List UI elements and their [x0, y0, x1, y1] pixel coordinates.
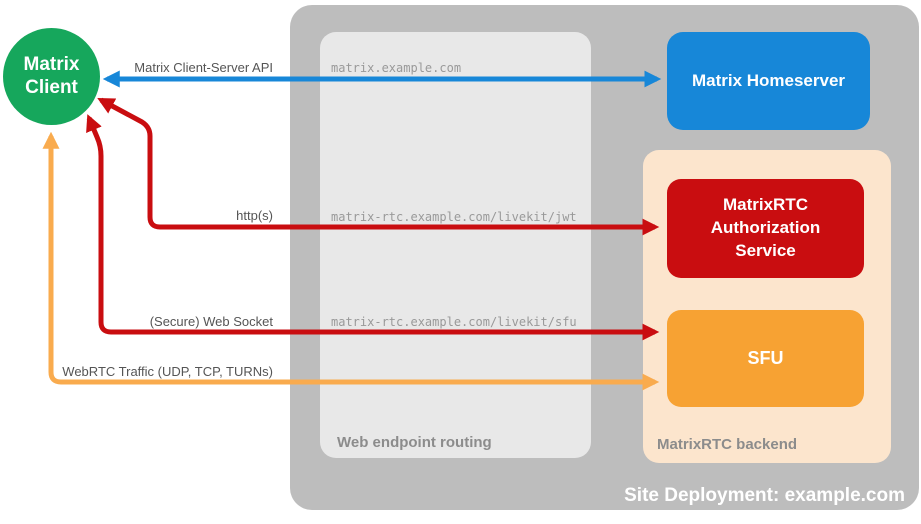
label-https: http(s)	[236, 208, 273, 223]
label-matrix-client-server-api: Matrix Client-Server API	[134, 60, 273, 75]
web-endpoint-routing-box: Web endpoint routing	[320, 32, 591, 458]
matrixrtc-authorization-service-node: MatrixRTC Authorization Service	[667, 179, 864, 278]
matrixrtc-backend-label: MatrixRTC backend	[657, 436, 798, 453]
auth-service-label: MatrixRTC Authorization Service	[710, 195, 821, 260]
endpoint-url-livekit-jwt: matrix-rtc.example.com/livekit/jwt	[331, 210, 577, 224]
matrix-homeserver-node: Matrix Homeserver	[667, 32, 870, 130]
site-deployment-label: Site Deployment: example.com	[624, 485, 905, 506]
matrix-homeserver-label: Matrix Homeserver	[691, 71, 846, 90]
label-webrtc-traffic: WebRTC Traffic (UDP, TCP, TURNs)	[62, 364, 273, 379]
sfu-node: SFU	[667, 310, 864, 407]
endpoint-url-homeserver: matrix.example.com	[331, 61, 462, 75]
label-secure-web-socket: (Secure) Web Socket	[149, 314, 273, 329]
matrix-client-node: Matrix Client	[3, 28, 100, 125]
sfu-label: SFU	[747, 348, 784, 368]
matrixrtc-backend-container: MatrixRTC Authorization Service SFU Matr…	[643, 150, 891, 463]
web-endpoint-routing-label: Web endpoint routing	[337, 434, 492, 451]
matrix-client-label: Matrix Client	[23, 53, 80, 98]
endpoint-url-livekit-sfu: matrix-rtc.example.com/livekit/sfu	[331, 315, 577, 329]
